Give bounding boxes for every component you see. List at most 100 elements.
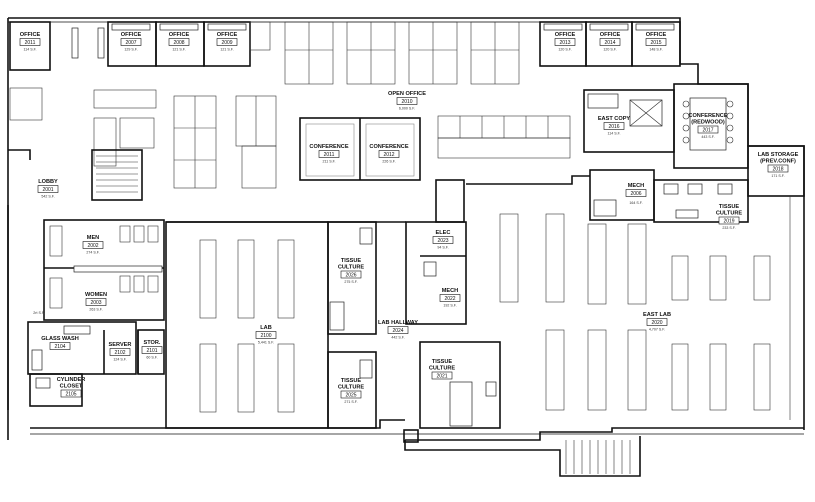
exit-stair — [404, 436, 641, 477]
room-number-box — [37, 185, 59, 193]
room-name: OFFICE — [600, 32, 621, 38]
west-lab — [165, 221, 406, 429]
room-number: 2013 — [559, 40, 570, 46]
room-number: 2008 — [173, 40, 184, 46]
room-number-box — [396, 97, 418, 105]
room-number-box — [625, 189, 647, 197]
room-number-box — [439, 294, 461, 302]
note-note-mech2006-area: 164 S.F. — [629, 201, 642, 205]
room-number: 2006 — [630, 191, 641, 197]
room-number: 2011 — [25, 40, 36, 46]
room-area: 114 S.F. — [608, 132, 621, 136]
room-area: 271 S.F. — [344, 400, 357, 404]
room-name: (REDWOOD) — [691, 120, 725, 126]
room-number-box — [645, 38, 667, 46]
room-name: TISSUE — [719, 204, 739, 210]
room-name: (PREV.CONF) — [760, 159, 796, 165]
room-number-box — [340, 390, 362, 399]
room-number: 2016 — [608, 124, 619, 130]
room-number-box — [82, 241, 104, 249]
room-area: 274 S.F. — [86, 251, 99, 255]
room-label-mech-2006: MECH 2006 — [625, 183, 647, 197]
room-area: 211 S.F. — [323, 160, 336, 164]
room-name: LAB — [260, 325, 272, 331]
room-name: TISSUE — [432, 359, 452, 365]
room-number-box — [255, 331, 277, 339]
room-number: 2104 — [54, 344, 65, 350]
room-name: MECH — [628, 183, 644, 189]
room-name: OFFICE — [121, 32, 142, 38]
room-number: 2022 — [444, 296, 455, 302]
room-number: 2017 — [702, 128, 713, 134]
room-number-box — [599, 38, 621, 46]
room-number: 2020 — [651, 320, 662, 326]
room-area: 120 S.F. — [558, 48, 571, 52]
room-number: 2009 — [221, 40, 232, 46]
room-name: OFFICE — [555, 32, 576, 38]
room-number: 2024 — [392, 328, 403, 334]
room-name: MEN — [87, 235, 99, 241]
room-area: 233 S.F. — [722, 226, 735, 230]
room-number-box — [168, 38, 190, 46]
room-area: 94 S.F. — [437, 246, 448, 250]
room-number: 2018 — [772, 167, 783, 173]
room-area: 120 S.F. — [603, 48, 616, 52]
room-area: 192 S.F. — [443, 304, 456, 308]
room-label-conference-2011: CONFERENCE 2011 211 S.F. — [309, 144, 348, 164]
room-number-box — [49, 342, 71, 350]
room-area: 443 S.F. — [701, 135, 714, 139]
room-number: 2015 — [650, 40, 661, 46]
room-area: 263 S.F. — [89, 308, 102, 312]
room-number: 2101 — [146, 348, 157, 354]
room-number-box — [767, 164, 789, 173]
conference-rooms — [299, 83, 749, 181]
room-name: CLOSET — [60, 384, 83, 390]
room-name: CULTURE — [338, 385, 365, 391]
room-name: OFFICE — [20, 32, 41, 38]
room-name: OPEN OFFICE — [388, 91, 426, 97]
room-number: 2001 — [42, 187, 53, 193]
room-number-box — [216, 38, 238, 46]
room-number-box — [60, 389, 82, 398]
room-area: 124 S.F. — [113, 358, 126, 362]
room-number: 2007 — [125, 40, 136, 46]
room-label-office-2013: OFFICE 2013 120 S.F. — [554, 32, 576, 52]
room-area: 121 S.F. — [172, 48, 185, 52]
room-name: LAB STORAGE — [758, 152, 799, 158]
room-number-box — [120, 38, 142, 46]
east-lab — [466, 175, 791, 420]
room-number: 2102 — [114, 350, 125, 356]
room-number: 2100 — [260, 333, 271, 339]
room-area: 442 S.F. — [391, 336, 404, 340]
room-number: 2002 — [87, 243, 98, 249]
core-rooms — [27, 149, 165, 407]
room-name: TISSUE — [341, 258, 361, 264]
room-name: CONFERENCE — [309, 144, 348, 150]
room-number: 2011 — [324, 152, 335, 158]
room-label-men-2002: MEN 2002 274 S.F. — [82, 235, 104, 255]
room-name: MECH — [442, 288, 458, 294]
room-number: 2023 — [437, 238, 448, 244]
room-area: 171 S.F. — [771, 174, 784, 178]
room-number: 2012 — [383, 152, 394, 158]
room-number-box — [378, 150, 400, 158]
room-area: 4,707 S.F. — [649, 328, 665, 332]
room-area: 226 S.F. — [382, 160, 395, 164]
room-number: 2105 — [65, 392, 76, 398]
